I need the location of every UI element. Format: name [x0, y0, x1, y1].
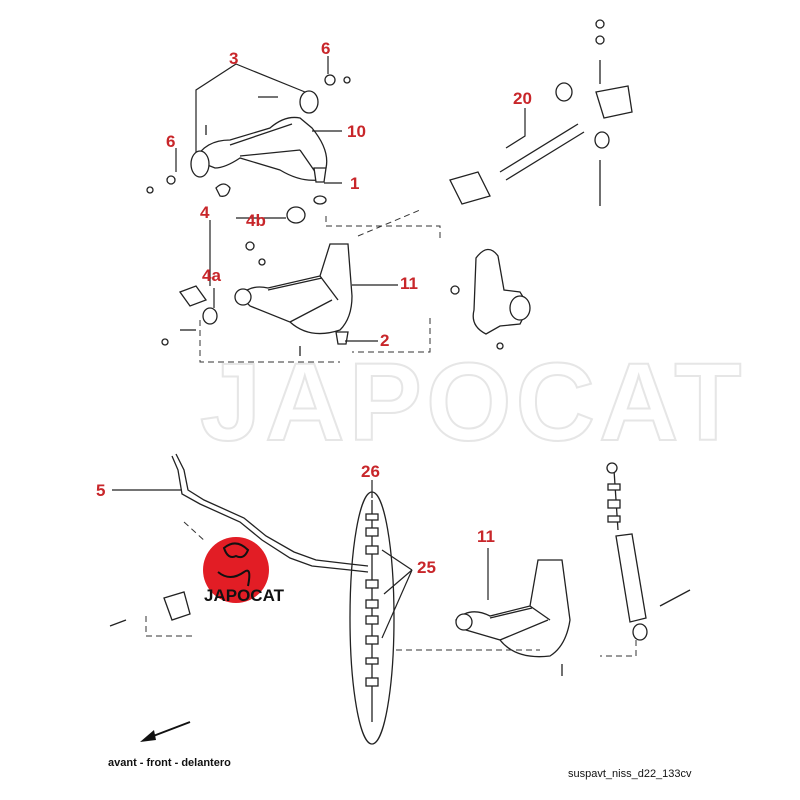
callout-4a: 4a — [202, 266, 221, 285]
callout-2: 2 — [380, 331, 389, 350]
callout-5: 5 — [96, 481, 105, 500]
arrow-icon — [140, 721, 191, 742]
callout-11-bottom: 11 — [477, 527, 495, 546]
leader-lines-upper — [175, 56, 342, 184]
tension-rod — [449, 19, 633, 206]
callout-26: 26 — [361, 462, 380, 481]
callout-4: 4 — [200, 203, 210, 222]
callout-25: 25 — [417, 558, 436, 577]
lower-control-arm-bottom — [396, 559, 571, 676]
leader-lines-lower — [209, 217, 398, 342]
logo-text: JAPOCAT — [204, 586, 285, 605]
callout-11-top: 11 — [400, 274, 418, 293]
watermark-text: JAPOCAT — [200, 341, 745, 464]
callout-6-left: 6 — [166, 132, 175, 151]
stabilizer-bar — [109, 453, 369, 637]
callout-6-top: 6 — [321, 39, 330, 58]
lower-ball-joint — [335, 331, 349, 345]
file-caption: suspavt_niss_d22_133cv — [568, 768, 692, 780]
ball-joint-upper — [313, 167, 327, 205]
steering-knuckle — [450, 248, 531, 350]
japocat-logo-icon: JAPOCAT — [203, 537, 285, 605]
assembly-guides-upper — [199, 209, 441, 363]
link-bolt-stack — [349, 491, 395, 745]
leader-25-26 — [371, 480, 413, 639]
callout-1: 1 — [350, 174, 359, 193]
callout-20: 20 — [513, 89, 532, 108]
callout-10: 10 — [347, 122, 366, 141]
callout-labels: 3 6 6 10 1 20 4 4b 4a 11 2 5 26 25 11 — [96, 39, 532, 577]
direction-caption: avant - front - delantero — [108, 757, 231, 769]
shock-absorber — [600, 462, 691, 657]
lower-control-arm — [161, 206, 353, 356]
callout-3: 3 — [229, 49, 238, 68]
leader-lines-rod — [505, 108, 526, 149]
callout-4b: 4b — [246, 211, 266, 230]
